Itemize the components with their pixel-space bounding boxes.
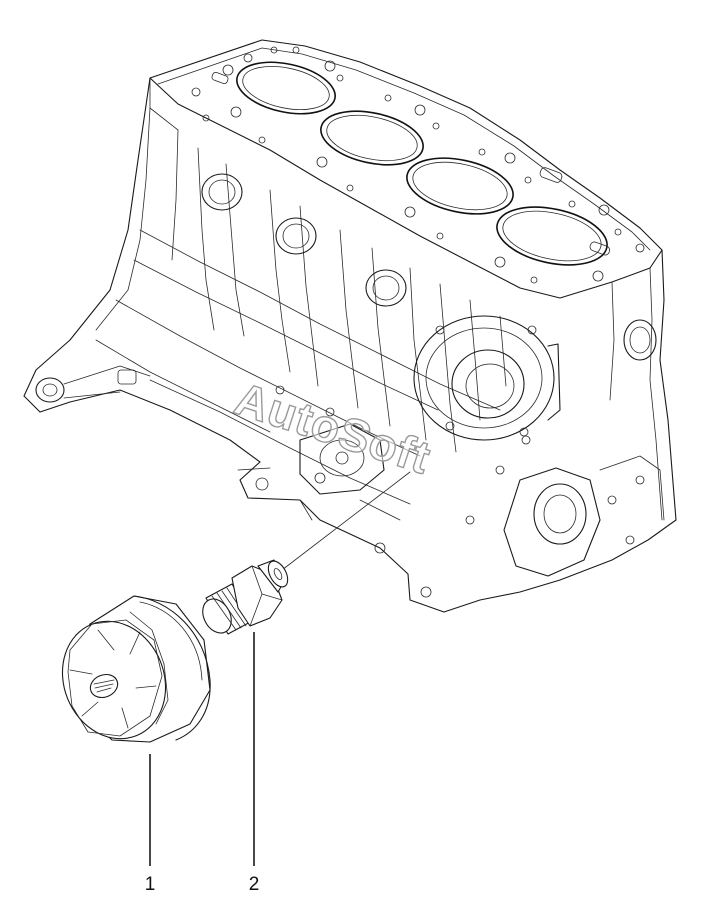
callout-1: 1 bbox=[145, 754, 156, 895]
oil-filter bbox=[61, 595, 211, 743]
assembly-axis-line bbox=[281, 471, 411, 571]
watermark: AutoSoft bbox=[229, 372, 437, 484]
callout-2: 2 bbox=[249, 632, 260, 895]
oil-filter-union-bolt bbox=[202, 559, 289, 635]
callout-label-1: 1 bbox=[145, 874, 156, 895]
callout-label-2: 2 bbox=[249, 874, 260, 895]
engine-block bbox=[23, 39, 677, 613]
